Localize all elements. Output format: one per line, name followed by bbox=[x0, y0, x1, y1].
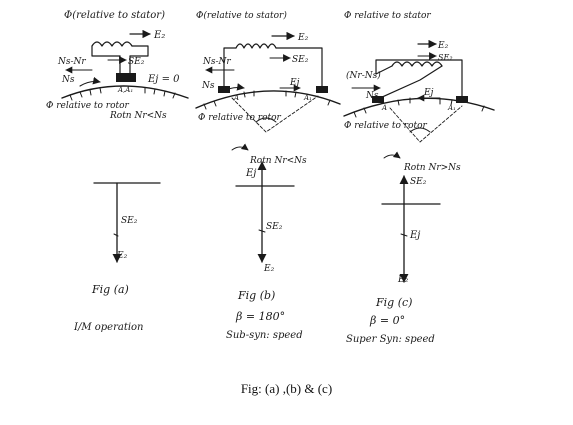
panel-c-rotor-arc bbox=[343, 97, 495, 117]
panel-b-e2-label: E₂ bbox=[297, 33, 309, 43]
panel-a-phi-rotor: Φ relative to rotor bbox=[46, 101, 130, 111]
panel-a-ej-zero: Ej = 0 bbox=[147, 74, 180, 85]
panel-c-angle-lines bbox=[389, 105, 463, 143]
panel-b-fig-label: Fig (b) bbox=[237, 289, 275, 302]
panel-b: Φ(relative to stator) E₂ SE₂ Ns-Nr Ns A … bbox=[195, 10, 341, 341]
panel-a-leads bbox=[119, 55, 131, 75]
panel-c-se2-label: SE₂ bbox=[438, 53, 453, 62]
panel-b-rotation: Rotn Nr<Ns bbox=[249, 156, 307, 166]
panel-c-commutator-ticks bbox=[353, 97, 485, 118]
panel-b-mode: Sub-syn: speed bbox=[226, 330, 303, 341]
panel-c-brush-a1-label: A₁ bbox=[447, 104, 456, 112]
panel-b-winding bbox=[223, 47, 323, 89]
panel-a-ns-arrow bbox=[79, 76, 101, 87]
panel-b-ns-label: Ns bbox=[201, 81, 215, 91]
panel-c: Φ relative to stator E₂ SE₂ (Nr-Ns) Ns A… bbox=[343, 11, 495, 345]
panel-c-coil bbox=[391, 61, 443, 67]
panel-b-ej-label: Ej bbox=[289, 78, 300, 88]
panel-a-se2-tick bbox=[113, 233, 119, 237]
panel-c-ej-label: Ej bbox=[423, 88, 434, 98]
panel-b-coil bbox=[235, 43, 277, 49]
panel-b-brush-a-label: A bbox=[233, 94, 239, 102]
panel-b-se2-tick bbox=[258, 229, 266, 233]
panel-a: Φ(relative to stator) E₂ SE₂ Ns-Nr A,A₁ … bbox=[46, 10, 189, 333]
panel-b-brush-a bbox=[218, 86, 230, 93]
panel-c-ns-label: Ns bbox=[365, 91, 379, 101]
panel-b-phi-rotor: Φ relative to rotor bbox=[198, 113, 282, 123]
panel-c-ej-tick bbox=[400, 233, 408, 237]
panel-b-phasor-e2-label: E₂ bbox=[263, 264, 275, 274]
panel-c-fig-label: Fig (c) bbox=[375, 296, 412, 309]
panel-b-beta: β = 180° bbox=[235, 310, 285, 323]
figure-caption: Fig: (a) ,(b) & (c) bbox=[240, 381, 333, 396]
panel-b-angle-lines bbox=[231, 95, 319, 133]
panel-c-nr-ns-label: (Nr-Ns) bbox=[346, 70, 381, 81]
panel-a-fig-label: Fig (a) bbox=[91, 283, 129, 296]
panel-b-brush-a1-label: A₁ bbox=[303, 94, 312, 102]
panel-b-phi-stator: Φ(relative to stator) bbox=[196, 10, 287, 21]
panel-c-phasor-e2-label: E₂ bbox=[397, 275, 409, 285]
panel-c-brush-a1 bbox=[456, 96, 468, 103]
panel-a-se2-label: SE₂ bbox=[128, 57, 145, 67]
panel-c-rotation-arrow bbox=[383, 151, 401, 159]
panel-c-brush-a-label: A bbox=[381, 104, 387, 112]
panel-b-phasor-ej-label: Ej bbox=[245, 168, 256, 179]
panel-a-rotor-arc bbox=[61, 85, 189, 99]
panel-c-phasor-se2-label: SE₂ bbox=[410, 177, 427, 187]
panel-a-e2-label: E₂ bbox=[153, 30, 165, 41]
panel-c-mode: Super Syn: speed bbox=[346, 334, 435, 345]
panel-a-rotation: Rotn Nr<Ns bbox=[109, 111, 167, 121]
panel-c-beta: β = 0° bbox=[369, 314, 405, 327]
panel-b-commutator-ticks bbox=[203, 90, 331, 110]
panel-a-ns-label: Ns bbox=[61, 75, 75, 85]
panel-a-phi-stator: Φ(relative to stator) bbox=[64, 10, 165, 21]
panel-a-phasor-e2-label: E₂ bbox=[116, 251, 128, 261]
panel-b-phasor-se2-label: SE₂ bbox=[266, 222, 283, 232]
panel-a-ns-nr-label: Ns-Nr bbox=[57, 57, 86, 67]
panel-a-coil bbox=[91, 41, 133, 47]
panel-b-brush-a1 bbox=[316, 86, 328, 93]
panel-c-winding bbox=[375, 59, 463, 99]
panel-c-phasor-ej-label: Ej bbox=[409, 230, 420, 241]
panel-b-angle-arc bbox=[255, 117, 277, 123]
panel-c-phi-stator: Φ relative to stator bbox=[344, 11, 431, 21]
panel-a-mode: I/M operation bbox=[73, 322, 144, 333]
panel-a-brush-label: A,A₁ bbox=[117, 86, 133, 94]
panel-b-rotation-arrow bbox=[231, 143, 249, 151]
panel-c-phi-rotor: Φ relative to rotor bbox=[344, 121, 428, 131]
panel-b-se2-label: SE₂ bbox=[292, 55, 309, 65]
panel-c-angle-arc bbox=[409, 127, 431, 133]
panel-a-brush bbox=[116, 73, 136, 82]
panel-a-phasor-se2-label: SE₂ bbox=[121, 216, 138, 226]
panel-c-brush-a bbox=[372, 96, 384, 103]
panel-b-ns-nr-label: Ns-Nr bbox=[202, 57, 231, 67]
panel-a-winding bbox=[91, 45, 149, 57]
panel-a-commutator-ticks bbox=[69, 87, 176, 101]
panel-c-rotation: Rotn Nr>Ns bbox=[403, 163, 461, 173]
panel-b-rotor-arc bbox=[195, 90, 341, 109]
panel-c-e2-label: E₂ bbox=[437, 41, 449, 51]
